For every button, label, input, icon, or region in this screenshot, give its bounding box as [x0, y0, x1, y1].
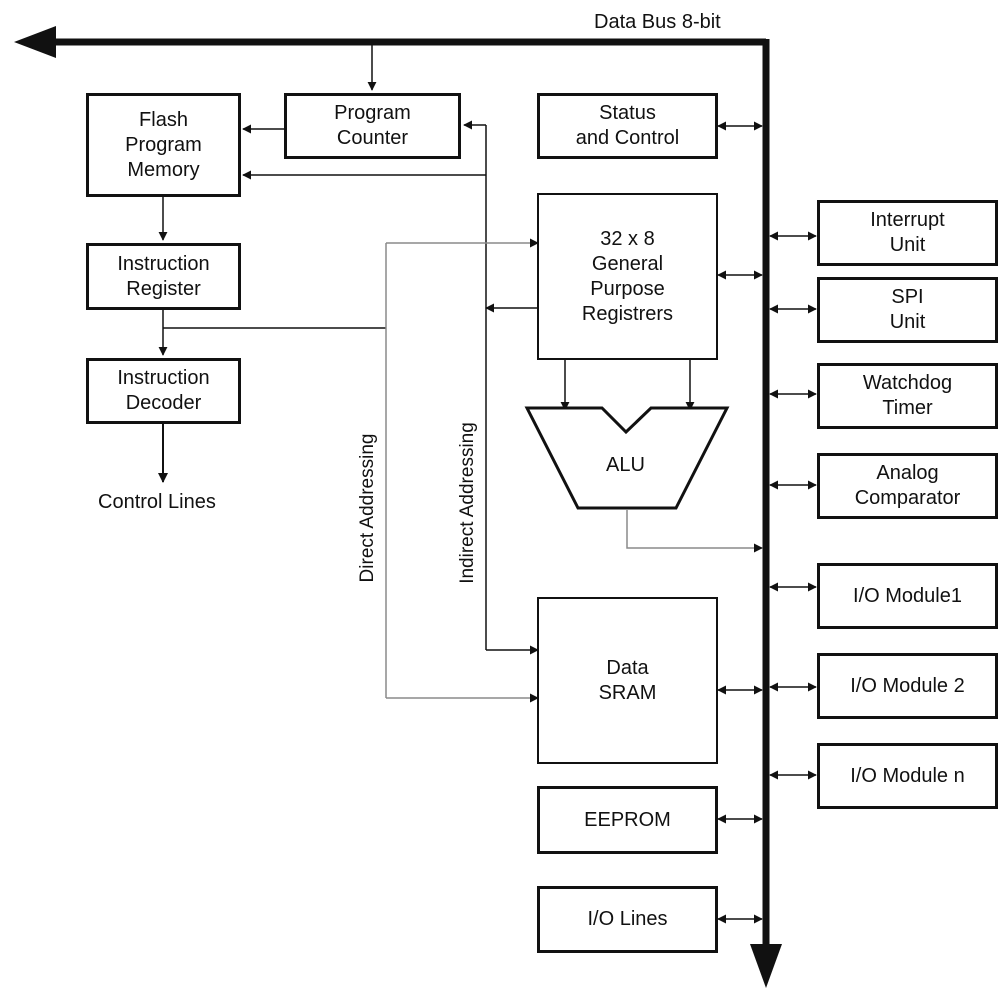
eeprom-label: EEPROM — [584, 808, 671, 831]
data-bus — [14, 26, 782, 988]
watchdog-line-1: Watchdog — [862, 372, 953, 394]
general-purpose-registers-block: 32 x 8 General Purpose Registrers — [537, 193, 718, 360]
bus-left-arrowhead — [14, 26, 56, 58]
alu-to-bus-arrow — [626, 510, 763, 553]
instruction-register-block: Instruction Register — [86, 243, 241, 310]
io-module-1-block: I/O Module1 — [817, 563, 998, 629]
io-module-1-label: I/O Module1 — [853, 584, 962, 607]
program-counter-line-2: Counter — [336, 127, 409, 149]
gpr-line-3: Purpose — [590, 277, 665, 300]
flash-line-1: Flash — [139, 108, 188, 131]
direct-addressing-path — [385, 238, 539, 703]
instruction-decoder-line-1: Instruction — [117, 367, 210, 389]
flash-line-3: Memory — [127, 158, 200, 181]
program-counter-line-1: Program — [334, 102, 411, 124]
gpr-line-2: General — [591, 252, 664, 275]
instruction-register-line-2: Register — [126, 277, 201, 300]
io-module-n-label: I/O Module n — [850, 764, 965, 787]
io-module-2-label: I/O Module 2 — [850, 674, 965, 697]
eeprom-block: EEPROM — [537, 786, 718, 854]
io-module-n-block: I/O Module n — [817, 743, 998, 809]
data-sram-block: Data SRAM — [537, 597, 718, 764]
spi-line-1: SPI — [891, 286, 924, 308]
analog-line-2: Comparator — [854, 487, 961, 509]
interrupt-unit-block: Interrupt Unit — [817, 200, 998, 266]
instruction-decoder-line-2: Decoder — [125, 392, 202, 414]
watchdog-line-2: Timer — [882, 397, 933, 419]
alu-block — [524, 406, 730, 510]
analog-line-1: Analog — [876, 462, 939, 484]
io-module-2-block: I/O Module 2 — [817, 653, 998, 719]
bus-down-arrowhead — [750, 944, 782, 988]
flash-line-2: Program — [125, 133, 202, 156]
program-counter-block: Program Counter — [284, 93, 461, 159]
control-lines-label: Control Lines — [98, 491, 216, 513]
io-lines-block: I/O Lines — [537, 886, 718, 953]
data-sram-line-2: SRAM — [598, 681, 657, 704]
interrupt-line-1: Interrupt — [870, 209, 945, 231]
instruction-decoder-block: Instruction Decoder — [86, 358, 241, 424]
alu-label: ALU — [606, 454, 645, 476]
interrupt-line-2: Unit — [889, 234, 926, 256]
data-bus-label: Data Bus 8-bit — [594, 11, 721, 33]
watchdog-timer-block: Watchdog Timer — [817, 363, 998, 429]
gpr-line-4: Registrers — [581, 302, 674, 325]
direct-addressing-label: Direct Addressing — [357, 433, 378, 583]
data-sram-line-1: Data — [606, 656, 649, 679]
indirect-addressing-path — [242, 120, 540, 655]
status-and-control-block: Status and Control — [537, 93, 718, 159]
gpr-line-1: 32 x 8 — [600, 227, 655, 250]
flash-program-memory-block: Flash Program Memory — [86, 93, 241, 197]
instruction-register-line-1: Instruction — [117, 252, 210, 275]
status-control-line-1: Status — [599, 102, 656, 124]
bus-connections — [717, 121, 817, 924]
spi-line-2: Unit — [889, 311, 926, 333]
status-control-line-2: and Control — [575, 127, 680, 149]
analog-comparator-block: Analog Comparator — [817, 453, 998, 519]
io-lines-label: I/O Lines — [587, 908, 668, 930]
indirect-addressing-label: Indirect Addressing — [457, 422, 478, 584]
spi-unit-block: SPI Unit — [817, 277, 998, 343]
